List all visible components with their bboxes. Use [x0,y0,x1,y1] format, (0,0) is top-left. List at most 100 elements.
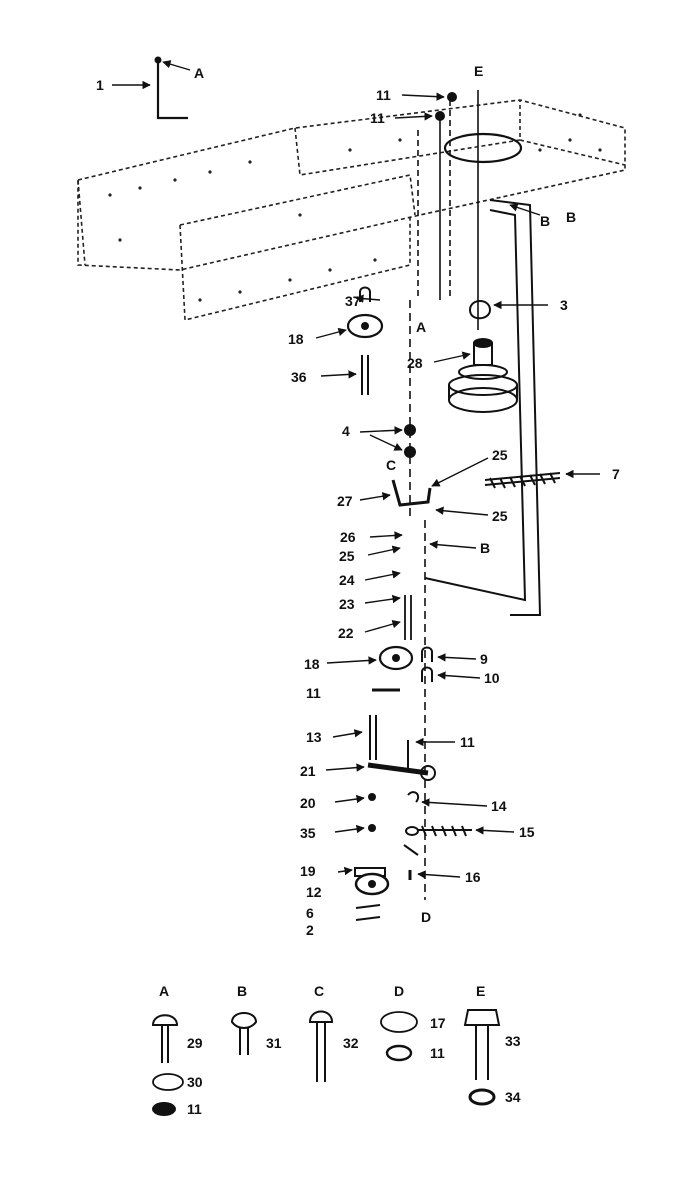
part-18-washer-top [346,313,384,339]
part-19-washer [354,867,386,877]
part-4-nut-upper [404,424,416,436]
key-washer-34 [468,1088,496,1106]
key-nut-11b [385,1044,413,1062]
key-part-32: 32 [343,1035,359,1051]
part-1-rod [156,60,188,120]
part-35-nut [368,824,376,832]
key-part-29: 29 [187,1035,203,1051]
part-18-washer-lower [378,645,414,671]
hood-panel [77,99,626,322]
callout-36: 36 [291,369,307,385]
key-part-11b: 11 [430,1045,445,1061]
panel-holes [108,113,602,302]
callout-23: 23 [339,596,355,612]
part-10-pin [421,666,433,682]
key-bolt-c [308,1010,334,1082]
part-4-nut-lower [404,446,416,458]
key-letter-d: D [394,983,405,999]
part-18-hole-top [361,322,369,330]
callout-35: 35 [300,825,316,841]
part-9-pin [421,646,433,662]
callout-18b: 18 [304,656,320,672]
callout-15: 15 [519,824,535,840]
vertical-rods [409,90,479,900]
key-part-30: 30 [187,1074,203,1090]
part-28-pulley [448,338,518,413]
callout-27: 27 [337,493,353,509]
b-rod-outer [489,199,542,616]
callout-12: 12 [306,884,322,900]
part-6-2-pins [355,904,381,921]
part-37-pin [359,286,371,302]
part-16-bracket [403,844,419,856]
callout-2: 2 [306,922,314,938]
callout-1: 1 [96,77,104,93]
callout-16: 16 [465,869,481,885]
key-letter-a: A [159,983,170,999]
callout-c: C [386,457,397,473]
key-bolt-e [463,1009,501,1080]
key-letter-c: C [314,983,325,999]
callout-e: E [474,63,484,79]
callout-19: 19 [300,863,316,879]
callout-25c: 25 [339,548,355,564]
callout-a2: A [416,319,427,335]
part-21-hub [420,765,436,781]
callout-25a: 25 [492,447,508,463]
callout-14: 14 [491,798,507,814]
part-27-lever [391,479,432,507]
callout-37: 37 [345,293,361,309]
callout-a: A [194,65,205,81]
part-11-nut-top [447,92,457,102]
callout-21: 21 [300,763,316,779]
key-part-33: 33 [505,1033,521,1049]
key-letter-b: B [237,983,248,999]
b-rod-inner [424,209,527,602]
callout-9: 9 [480,651,488,667]
callout-7: 7 [612,466,620,482]
part-20-nut [368,793,376,801]
key-bolt-a [151,1014,179,1063]
callout-10: 10 [484,670,500,686]
part-13-pin [369,715,377,760]
part-36-rod [361,355,369,395]
callout-18a: 18 [288,331,304,347]
callout-20: 20 [300,795,316,811]
part-21-arm [367,762,429,776]
key-letter-e: E [476,983,486,999]
callout-b2: B [566,209,577,225]
callout-25b: 25 [492,508,508,524]
part-1-knob [154,56,162,64]
key-part-34: 34 [505,1089,521,1105]
key-part-31: 31 [266,1035,282,1051]
part-12-hole [368,880,376,888]
callout-22: 22 [338,625,354,641]
callout-24: 24 [339,572,355,588]
hood-opening [443,132,523,164]
callout-26: 26 [340,529,356,545]
callout-13: 13 [306,729,322,745]
part-15-spring [405,825,472,837]
key-part-17: 17 [430,1015,446,1031]
callout-11a: 11 [376,87,391,103]
callout-d: D [421,909,432,925]
part-22-rod [404,595,412,640]
callout-3: 3 [560,297,568,313]
key-bolt-b [230,1012,258,1055]
callout-11b: 11 [370,110,385,126]
key-part-11a: 11 [187,1101,202,1117]
callout-b1: B [540,213,551,229]
part-11-nut-second [435,111,445,121]
part-18-hole-lower [392,654,400,662]
key-washer-17 [380,1011,418,1033]
part-3-clip [469,300,492,320]
callout-11d: 11 [460,734,475,750]
callout-4: 4 [342,423,350,439]
callout-28: 28 [407,355,423,371]
part-14-clip [407,791,420,803]
key-nut-11a [152,1102,176,1116]
part-7-spring [484,472,561,489]
leader-lines [112,60,600,879]
callout-6: 6 [306,905,314,921]
